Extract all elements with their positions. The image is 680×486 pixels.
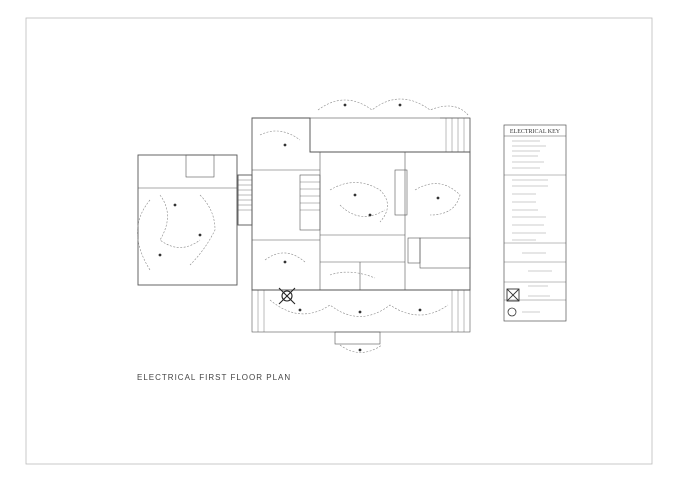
key-symbol-icon: [507, 307, 517, 317]
light-fixture-icon: [173, 203, 177, 207]
light-fixture-icon: [343, 103, 347, 107]
light-fixture-icon: [283, 143, 287, 147]
light-fixture-icon: [353, 193, 357, 197]
key-fan-icon: [506, 288, 520, 302]
left-wing-room: [137, 154, 238, 286]
bottom-porch: [251, 289, 471, 333]
light-fixture-icon: [358, 348, 362, 352]
light-fixture-icon: [436, 196, 440, 200]
electrical-key: [503, 124, 567, 322]
floor-plan: [137, 117, 471, 345]
ceiling-fan-icon: [278, 287, 296, 305]
main-stair: [299, 174, 321, 231]
light-fixture-icon: [158, 253, 162, 257]
right-stair: [394, 169, 408, 216]
light-fixtures: [158, 103, 440, 352]
light-fixture-icon: [198, 233, 202, 237]
light-fixture-icon: [418, 308, 422, 312]
wiring: [137, 98, 469, 353]
light-fixture-icon: [358, 310, 362, 314]
sheet-border: [25, 17, 653, 465]
key-rows: [512, 140, 552, 313]
light-fixture-icon: [398, 103, 402, 107]
light-fixture-icon: [283, 260, 287, 264]
light-fixture-icon: [368, 213, 372, 217]
drawing-title: ELECTRICAL FIRST FLOOR PLAN: [137, 373, 292, 382]
light-fixture-icon: [298, 308, 302, 312]
key-title: ELECTRICAL KEY: [510, 129, 561, 135]
